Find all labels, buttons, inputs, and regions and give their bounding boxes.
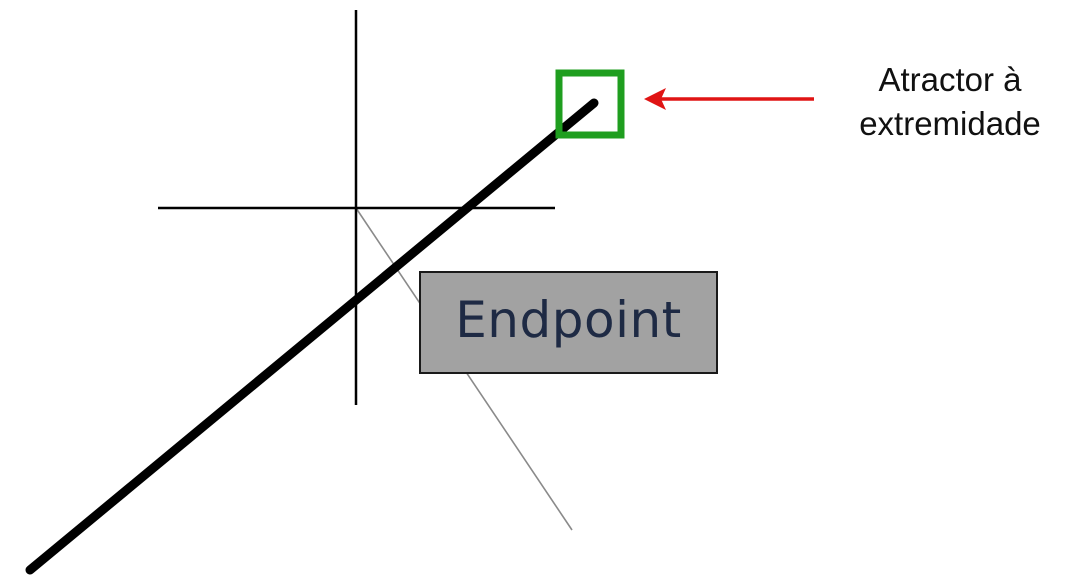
callout-line-1: Atractor à bbox=[878, 61, 1022, 98]
snap-tooltip: Endpoint bbox=[419, 271, 718, 374]
drawn-line-segment[interactable] bbox=[25, 98, 599, 575]
callout-annotation: Atractor à extremidade bbox=[830, 58, 1070, 146]
endpoint-snap-square-icon[interactable] bbox=[555, 69, 625, 139]
snap-tooltip-label: Endpoint bbox=[455, 290, 682, 349]
callout-line-2: extremidade bbox=[859, 105, 1041, 142]
red-arrow-icon bbox=[644, 88, 814, 110]
crosshair-cursor-icon bbox=[158, 10, 555, 405]
red-arrow-head bbox=[644, 88, 666, 110]
